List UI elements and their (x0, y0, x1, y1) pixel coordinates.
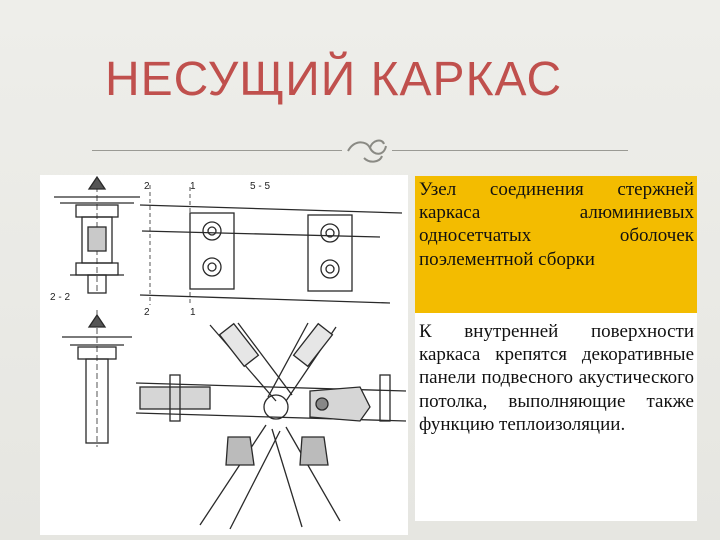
drawing-label: 2 (144, 181, 150, 192)
description-box: Узел соединения стержней каркаса алюмини… (415, 176, 697, 521)
drawing-label: 2 (144, 307, 150, 318)
title-divider-right (392, 150, 628, 151)
caption-text: Узел соединения стержней каркаса алюмини… (419, 179, 694, 270)
drawing-label: 2 - 2 (50, 292, 70, 303)
title-divider-left (92, 150, 342, 151)
star-node (135, 322, 407, 530)
scroll-ornament-icon (347, 139, 387, 163)
node-drawing: 2 - 2 (40, 175, 408, 535)
drawing-label: 1 (190, 307, 196, 318)
caption-highlight (415, 176, 697, 313)
drawing-label: 5 - 5 (250, 181, 270, 192)
description-text: К внутренней поверхности каркаса крепятс… (419, 321, 694, 435)
slide-title: НЕСУЩИЙ КАРКАС (105, 53, 563, 106)
drawing-label: 1 (190, 181, 196, 192)
bolt-assembly-bottom (62, 310, 132, 447)
plate-joint (139, 185, 403, 305)
bolt-assembly-top (54, 175, 140, 294)
